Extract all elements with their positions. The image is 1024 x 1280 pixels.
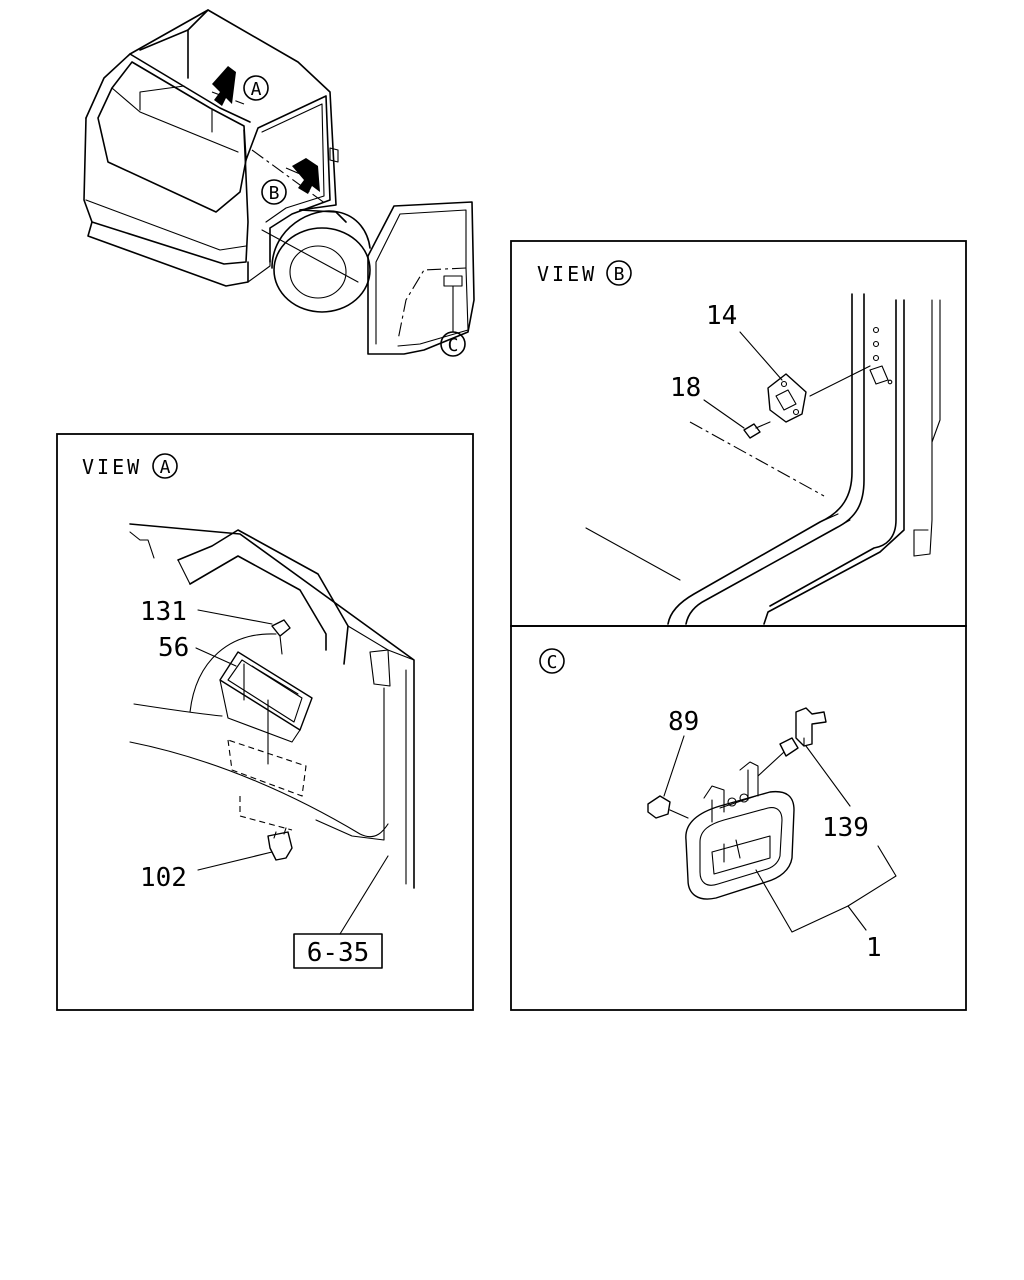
callout-14: 14: [706, 301, 737, 331]
view-a-letter: A: [160, 457, 171, 478]
view-c-letter: C: [547, 652, 558, 673]
marker-c-circle: [440, 331, 466, 357]
marker-c-label: C: [448, 335, 459, 356]
view-b-panel: VIEW B 14 18: [510, 240, 967, 627]
marker-b-circle: [261, 179, 287, 205]
marker-a-label: A: [251, 79, 262, 100]
ref-box[interactable]: [293, 933, 383, 969]
marker-b-label: B: [269, 183, 280, 204]
truck-cab-overview: A B C: [83, 9, 475, 357]
view-a-title: VIEW: [82, 455, 142, 479]
view-b-title: VIEW: [537, 262, 597, 286]
view-b-letter: B: [614, 264, 625, 285]
view-c-frame: [510, 625, 967, 1011]
callout-18: 18: [670, 373, 701, 403]
view-c-panel: C 89 139 1: [510, 625, 967, 1011]
marker-a-circle: [243, 75, 269, 101]
callout-131: 131: [140, 597, 187, 627]
callout-1: 1: [866, 933, 882, 963]
callout-56: 56: [158, 633, 189, 663]
callout-139: 139: [822, 813, 869, 843]
ref-box-label: 6-35: [307, 938, 370, 968]
view-a-panel: VIEW A 131: [56, 433, 474, 1011]
callout-102: 102: [140, 863, 187, 893]
view-a-frame: [56, 433, 474, 1011]
callout-89: 89: [668, 707, 699, 737]
